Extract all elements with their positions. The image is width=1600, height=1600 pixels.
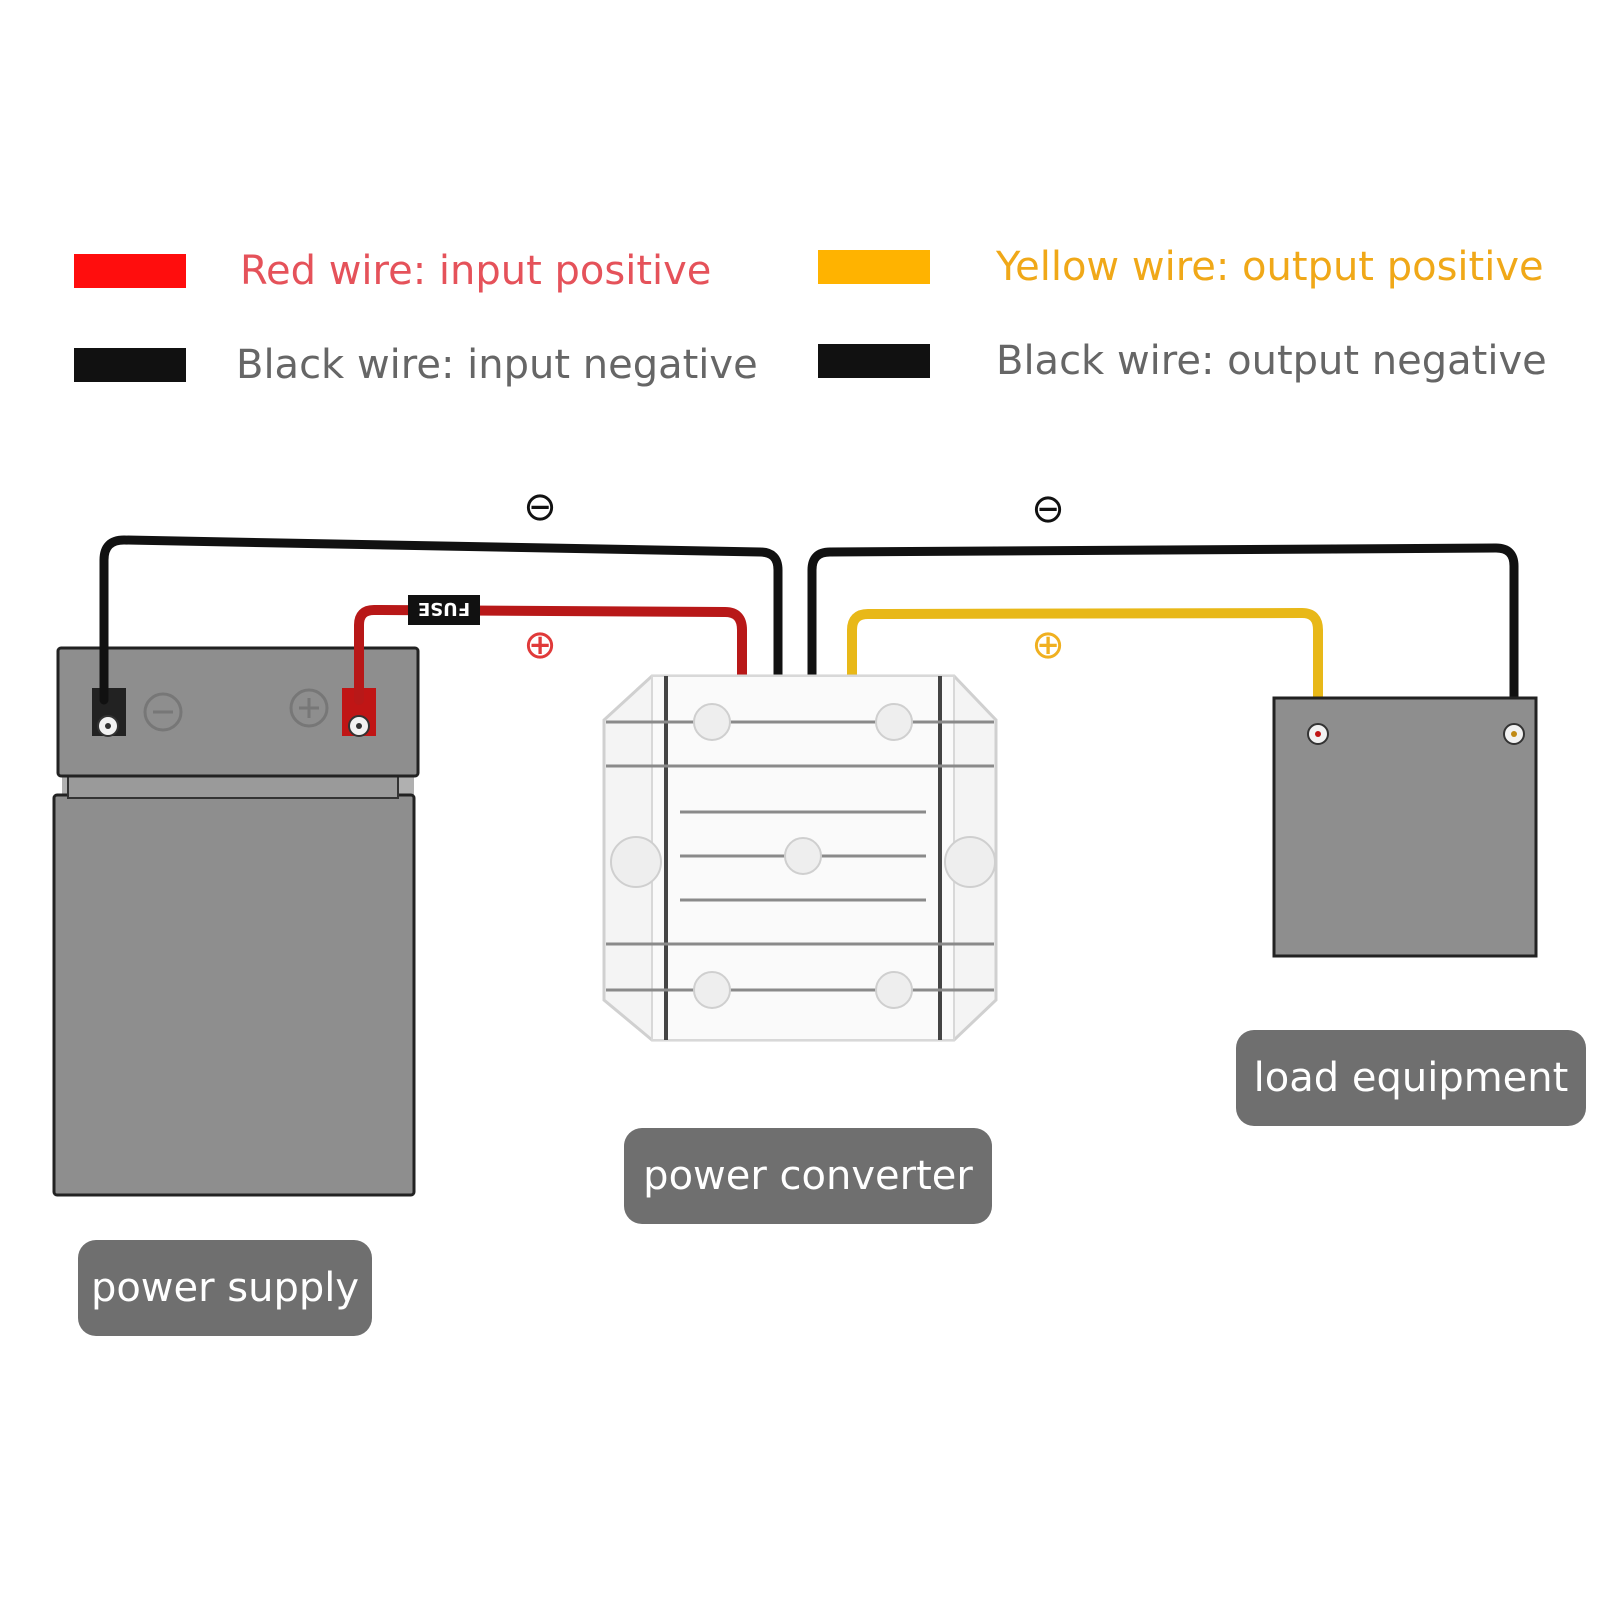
- legend-item-red: Red wire: input positive: [74, 248, 711, 294]
- power-supply-label: power supply: [78, 1240, 372, 1336]
- legend-text-black-output: Black wire: output negative: [996, 338, 1547, 384]
- wires: [99, 535, 1519, 735]
- legend-text-yellow: Yellow wire: output positive: [996, 244, 1544, 290]
- input-plus-symbol: ⊕: [523, 622, 557, 668]
- battery-neck: [67, 775, 399, 799]
- load-equipment-label: load equipment: [1236, 1030, 1586, 1126]
- legend-item-black-input: Black wire: input negative: [74, 342, 758, 388]
- input-minus-symbol: ⊖: [523, 484, 557, 530]
- legend-text-black-input: Black wire: input negative: [236, 342, 758, 388]
- output-minus-symbol: ⊖: [1031, 486, 1065, 532]
- power-converter-module: [602, 674, 998, 1042]
- legend-text-red: Red wire: input positive: [240, 248, 712, 294]
- battery-minus-mark-icon: [143, 692, 183, 732]
- converter-fins: [606, 720, 994, 992]
- red-wire-swatch: [74, 254, 186, 288]
- yellow-wire-swatch: [818, 250, 930, 284]
- black-wire-swatch: [818, 344, 930, 378]
- output-plus-symbol: ⊕: [1031, 622, 1065, 668]
- power-supply-battery: [52, 646, 420, 1197]
- load-equipment-box: [1272, 696, 1538, 958]
- fuse-label: FUSE: [418, 598, 470, 619]
- legend-item-yellow: Yellow wire: output positive: [818, 244, 1544, 290]
- input-positive-wire: [354, 605, 747, 705]
- fuse: FUSE: [408, 595, 480, 625]
- output-positive-wire: [847, 608, 1323, 735]
- legend-item-black-output: Black wire: output negative: [818, 338, 1547, 384]
- black-wire-swatch: [74, 348, 186, 382]
- battery-body: [52, 793, 416, 1197]
- output-negative-wire: [807, 543, 1519, 733]
- battery-plus-mark-icon: [289, 688, 329, 728]
- battery-lid: [56, 646, 420, 778]
- input-negative-wire: [99, 535, 783, 705]
- converter-screws: [610, 703, 996, 1009]
- power-converter-label: power converter: [624, 1128, 992, 1224]
- fuse-body: [408, 595, 480, 625]
